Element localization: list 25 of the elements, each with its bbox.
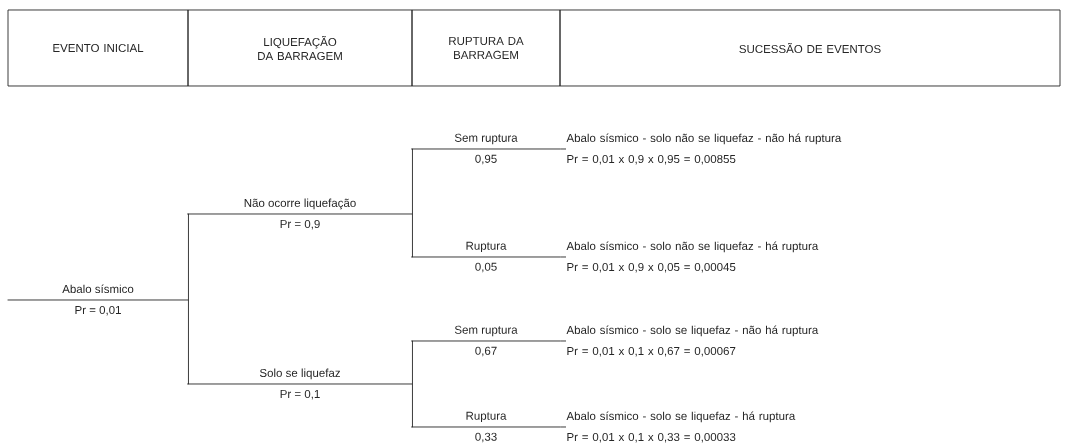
branch: Ruptura 0,05 [411, 241, 561, 273]
outcome-text: Abalo sísmico - solo não se liquefaz - não há ruptura Pr = 0,01 x 0,9 x 0,95 = 0,00855 [566, 133, 842, 165]
connector [411, 148, 413, 215]
header-cell: SUCESSÃO DE EVENTOS [559, 9, 1061, 87]
outcome-text: Abalo sísmico - solo se liquefaz - há ruptura Pr = 0,01 x 0,1 x 0,33 = 0,00033 [566, 411, 796, 443]
outcome-text: Abalo sísmico - solo não se liquefaz - há ruptura Pr = 0,01 x 0,9 x 0,05 = 0,00045 [566, 241, 819, 273]
connector [560, 340, 567, 342]
connector [187, 213, 189, 301]
connector [411, 340, 413, 385]
header-cell: LIQUEFAÇÃO DA BARRAGEM [187, 9, 413, 87]
branch: Sem ruptura 0,95 [411, 133, 561, 165]
connector [560, 148, 567, 150]
outcome-text: Abalo sísmico - solo se liquefaz - não há ruptura Pr = 0,01 x 0,1 x 0,67 = 0,00067 [566, 325, 819, 357]
connector [560, 256, 567, 258]
branch: Não ocorre liquefação Pr = 0,9 [187, 198, 413, 230]
connector [187, 299, 189, 385]
header-cell: EVENTO INICIAL [7, 9, 189, 87]
header-cell: RUPTURA DA BARRAGEM [411, 9, 561, 87]
connector [560, 426, 567, 428]
branch: Abalo sísmico Pr = 0,01 [7, 284, 189, 316]
branch: Solo se liquefaz Pr = 0,1 [187, 368, 413, 400]
branch: Sem ruptura 0,67 [411, 325, 561, 357]
connector [411, 213, 413, 258]
branch: Ruptura 0,33 [411, 411, 561, 443]
connector [411, 383, 413, 428]
